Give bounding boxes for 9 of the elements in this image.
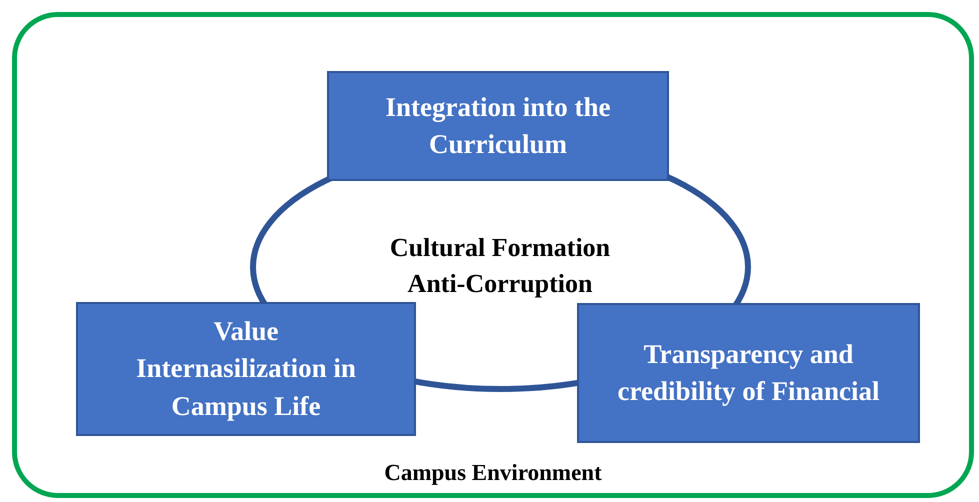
process-box <box>577 303 920 443</box>
center-label: Cultural Formation Anti-Corruption <box>388 232 612 300</box>
box-label: Integration into the Curriculum <box>384 90 612 161</box>
process-box <box>327 71 669 181</box>
box-label: Value Internasilization in Campus Life <box>135 315 357 423</box>
frame-label: Campus Environment <box>383 458 603 487</box>
box-label: Transparency and credibility of Financial <box>616 338 880 408</box>
process-box <box>76 302 416 436</box>
environment-frame <box>12 12 974 498</box>
